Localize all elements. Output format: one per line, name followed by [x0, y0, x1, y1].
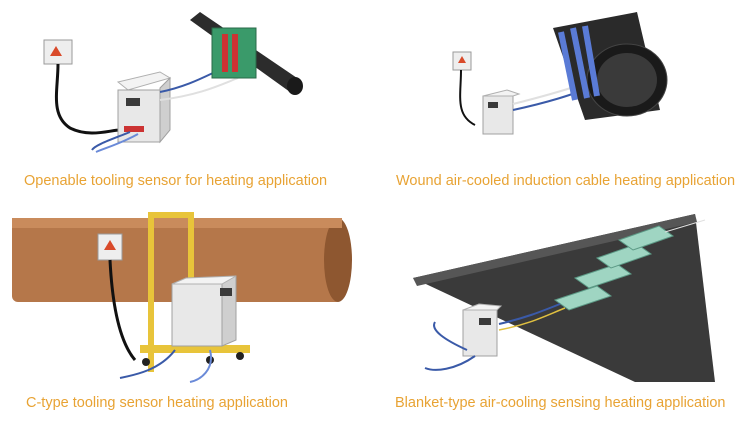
caption-blanket: Blanket-type air-cooling sensing heating… [395, 395, 726, 411]
frame-upright [188, 212, 194, 332]
panel-wound-cable: Wound air-cooled induction cable heating… [375, 0, 750, 200]
power-unit-top [482, 89, 521, 97]
panel-blanket: Blanket-type air-cooling sensing heating… [375, 200, 750, 427]
wound-cable-coil [570, 27, 590, 99]
signal-cable [498, 307, 566, 331]
display-panel [479, 318, 491, 325]
signal-cable [159, 77, 239, 101]
tooling-coil [232, 34, 238, 72]
display-panel [126, 98, 140, 106]
power-unit-top [171, 275, 237, 285]
display-panel [488, 102, 498, 108]
blue-hose [424, 355, 476, 371]
power-cable [108, 259, 137, 361]
caption-wound: Wound air-cooled induction cable heating… [396, 173, 736, 189]
wound-cable-illustration [452, 12, 668, 135]
power-cable [459, 69, 476, 126]
large-pipe [12, 218, 342, 302]
output-terminal [124, 126, 144, 132]
power-cable [54, 63, 121, 135]
openable-tooling-illustration [43, 12, 303, 153]
cart-base [140, 345, 250, 353]
cart-wheel [236, 352, 244, 360]
power-unit-top [462, 303, 503, 311]
pipe-end [287, 77, 303, 95]
pipe-bore [597, 53, 657, 107]
power-unit-side [159, 76, 171, 144]
blue-hose [189, 349, 212, 383]
frame-upright [148, 212, 154, 372]
power-unit [462, 309, 498, 357]
pipe-highlight [12, 218, 342, 228]
frame-crossbar [148, 212, 194, 218]
heating-blanket [617, 225, 675, 251]
display-panel [220, 288, 232, 296]
blue-hose [91, 131, 131, 151]
wound-cable-coil [558, 31, 578, 101]
blanket-illustration [413, 214, 715, 382]
blue-hose [498, 303, 561, 325]
blue-hose [95, 133, 139, 153]
large-pipe-end [324, 218, 352, 302]
caption-ctype: C-type tooling sensor heating applicatio… [26, 395, 288, 411]
panel-openable-tooling: Openable tooling sensor for heating appl… [0, 0, 375, 200]
power-unit-side [221, 275, 237, 347]
blue-hose [119, 349, 176, 379]
warning-icon [104, 240, 116, 250]
heating-blanket [553, 285, 613, 311]
wound-cable-coil [582, 25, 600, 97]
heating-blanket [573, 263, 633, 289]
ctype-tooling-illustration [12, 212, 352, 383]
signal-cable [664, 219, 706, 233]
plate-edge [413, 214, 697, 286]
blue-hose [433, 321, 468, 351]
warning-icon [458, 56, 466, 63]
cart-wheel [142, 358, 150, 366]
power-unit [171, 283, 223, 347]
tooling-coil [222, 34, 228, 72]
panel-ctype-tooling: C-type tooling sensor heating applicatio… [0, 200, 375, 427]
heating-blanket [595, 243, 653, 269]
power-unit [482, 95, 514, 135]
caption-openable: Openable tooling sensor for heating appl… [24, 173, 328, 189]
warning-icon [50, 46, 62, 56]
